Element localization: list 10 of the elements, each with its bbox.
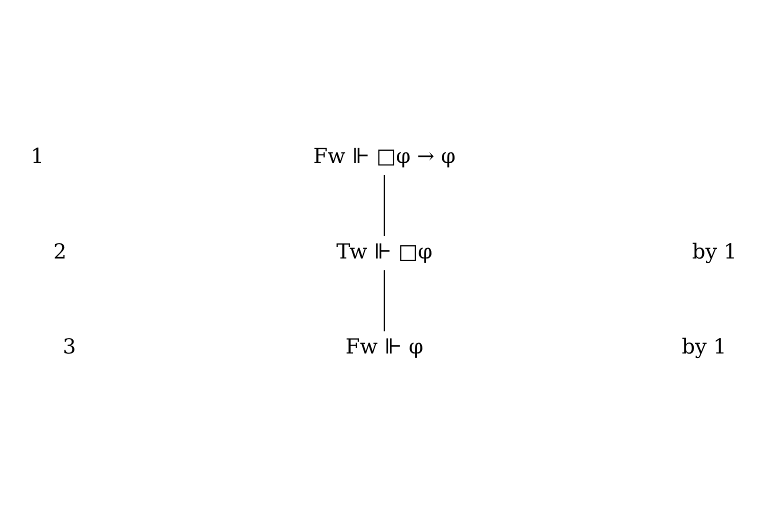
node-text: Fw ⊩ φ	[346, 334, 424, 359]
label: 2	[53, 239, 67, 264]
label: by 1	[692, 239, 737, 264]
label: by 1	[682, 334, 726, 359]
connector	[384, 174, 385, 236]
label: 3	[62, 334, 76, 359]
node-text: Fw ⊩ □φ → φ	[313, 144, 456, 168]
node-text: Tw ⊩ □φ	[336, 239, 432, 264]
connector	[384, 270, 385, 332]
label: 1	[30, 144, 44, 168]
